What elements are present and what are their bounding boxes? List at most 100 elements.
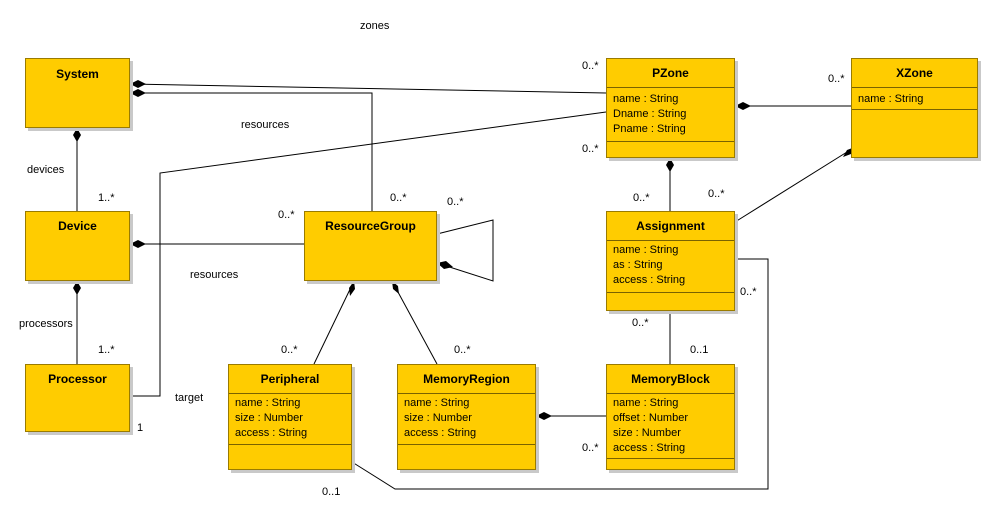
composition-diamond — [73, 128, 81, 142]
attribute-list: name : String offset : Number size : Num… — [613, 396, 730, 456]
multiplicity-label: 0..* — [828, 73, 845, 85]
multiplicity-label: 1 — [137, 422, 144, 434]
class-assignment[interactable]: Assignment name : String as : String acc… — [606, 211, 735, 311]
composition-diamond — [437, 261, 453, 269]
class-name: MemoryRegion — [423, 372, 510, 386]
separator — [229, 393, 351, 394]
role-label-target: target — [175, 392, 204, 404]
multiplicity-label: 1..* — [98, 344, 115, 356]
multiplicity-label: 0..* — [740, 286, 757, 298]
attribute: access : String — [404, 427, 477, 439]
role-label-resources: resources — [241, 119, 290, 131]
class-system[interactable]: System — [25, 58, 130, 128]
edge-resourcegroup-self — [436, 219, 494, 282]
composition-diamond — [130, 89, 146, 97]
separator — [398, 444, 535, 445]
multiplicity-label: 0..* — [582, 442, 599, 454]
class-peripheral[interactable]: Peripheral name : String size : Number a… — [228, 364, 352, 470]
separator — [398, 393, 535, 394]
separator — [229, 444, 351, 445]
class-name: XZone — [896, 66, 933, 80]
role-label-zones: zones — [360, 20, 390, 32]
attribute: name : String — [404, 397, 470, 409]
multiplicity-label: 0..* — [278, 209, 295, 221]
edge-resourcegroup-memoryregion — [391, 280, 438, 365]
multiplicity-label: 0..* — [281, 344, 298, 356]
attribute: size : Number — [404, 412, 472, 424]
attribute-list: name : String size : Number access : Str… — [235, 396, 347, 441]
class-name: Device — [58, 219, 97, 233]
attribute: size : Number — [235, 412, 303, 424]
attribute: access : String — [613, 442, 686, 454]
multiplicity-label: 0..* — [447, 196, 464, 208]
attribute-list: name : String — [858, 92, 973, 107]
multiplicity-label: 0..* — [632, 317, 649, 329]
attribute: name : String — [858, 93, 924, 105]
multiplicity-label: 0..* — [582, 143, 599, 155]
composition-diamond — [73, 281, 81, 295]
composition-diamond — [735, 102, 751, 110]
edge-system-resourcegroup — [130, 92, 373, 211]
separator — [607, 87, 734, 88]
class-name: System — [56, 67, 99, 81]
attribute: name : String — [235, 397, 301, 409]
class-memoryblock[interactable]: MemoryBlock name : String offset : Numbe… — [606, 364, 735, 470]
separator — [607, 240, 734, 241]
composition-diamond — [392, 281, 399, 294]
attribute: access : String — [235, 427, 308, 439]
attribute-list: name : String size : Number access : Str… — [404, 396, 531, 441]
attribute: name : String — [613, 244, 679, 256]
composition-diamond — [349, 281, 355, 296]
attribute: name : String — [613, 397, 679, 409]
attribute: Pname : String — [613, 123, 686, 135]
edge-system-pzone — [129, 83, 607, 94]
composition-diamond — [666, 158, 674, 172]
multiplicity-label: 0..* — [633, 192, 650, 204]
class-name: ResourceGroup — [325, 219, 416, 233]
class-resourcegroup[interactable]: ResourceGroup — [304, 211, 437, 281]
role-label-devices: devices — [27, 164, 65, 176]
composition-diamond — [536, 412, 552, 420]
class-memoryregion[interactable]: MemoryRegion name : String size : Number… — [397, 364, 536, 470]
class-pzone[interactable]: PZone name : String Dname : String Pname… — [606, 58, 735, 158]
role-label-processors: processors — [19, 318, 73, 330]
attribute: name : String — [613, 93, 679, 105]
class-device[interactable]: Device — [25, 211, 130, 281]
edge-processor-pzone — [130, 111, 607, 397]
class-processor[interactable]: Processor — [25, 364, 130, 432]
attribute: access : String — [613, 274, 686, 286]
attribute-list: name : String Dname : String Pname : Str… — [613, 92, 730, 137]
separator — [607, 393, 734, 394]
class-name: Peripheral — [260, 372, 320, 386]
multiplicity-label: 0..* — [582, 60, 599, 72]
class-name: MemoryBlock — [631, 372, 710, 386]
edge-assignment-xzone — [734, 146, 856, 223]
edge-assignment-peripheral — [351, 258, 769, 490]
separator — [607, 458, 734, 459]
class-name: Assignment — [636, 219, 705, 233]
class-xzone[interactable]: XZone name : String — [851, 58, 978, 158]
multiplicity-label: 0..* — [454, 344, 471, 356]
separator — [852, 109, 977, 110]
class-name: Processor — [48, 372, 107, 386]
multiplicity-label: 0..1 — [690, 344, 709, 356]
class-name: PZone — [652, 66, 689, 80]
attribute: Dname : String — [613, 108, 687, 120]
separator — [852, 87, 977, 88]
multiplicity-label: 0..* — [708, 188, 725, 200]
attribute: offset : Number — [613, 412, 688, 424]
composition-diamond — [130, 80, 146, 88]
attribute: size : Number — [613, 427, 681, 439]
multiplicity-label: 0..* — [390, 192, 407, 204]
attribute: as : String — [613, 259, 663, 271]
composition-diamond — [130, 240, 146, 248]
role-label-resources: resources — [190, 269, 239, 281]
multiplicity-label: 0..1 — [322, 486, 341, 498]
separator — [607, 292, 734, 293]
edge-resourcegroup-peripheral — [313, 280, 355, 365]
multiplicity-label: 1..* — [98, 192, 115, 204]
attribute-list: name : String as : String access : Strin… — [613, 243, 730, 288]
separator — [607, 141, 734, 142]
